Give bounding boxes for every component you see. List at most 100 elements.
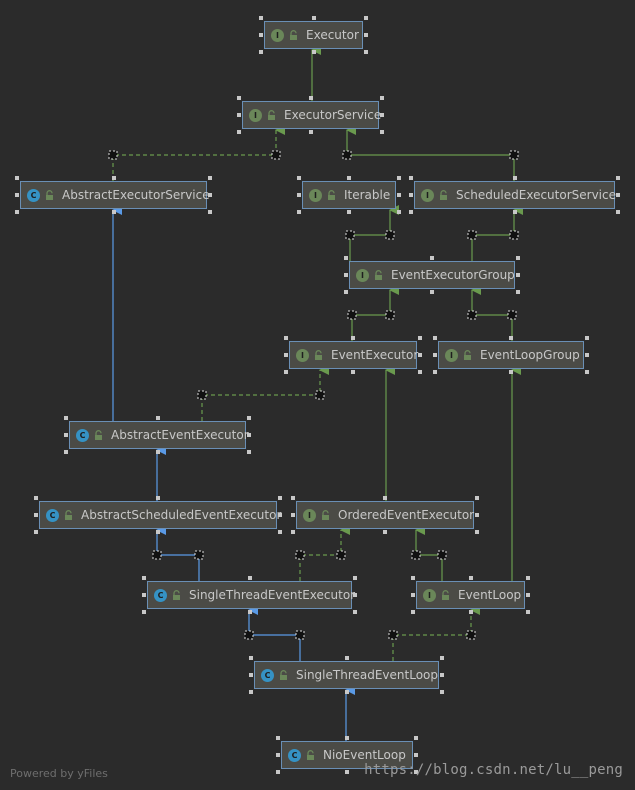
selection-handle[interactable] xyxy=(345,770,349,774)
selection-handle[interactable] xyxy=(397,193,401,197)
edge-bend-handle[interactable] xyxy=(342,150,352,160)
selection-handle[interactable] xyxy=(111,210,116,214)
selection-handle[interactable] xyxy=(585,370,589,374)
selection-handle[interactable] xyxy=(344,256,348,260)
selection-handle[interactable] xyxy=(411,576,415,580)
selection-handle[interactable] xyxy=(509,370,513,374)
selection-handle[interactable] xyxy=(616,210,620,214)
selection-handle[interactable] xyxy=(15,193,19,197)
selection-handle[interactable] xyxy=(418,353,422,357)
edge-bend-handle[interactable] xyxy=(509,230,519,240)
selection-handle[interactable] xyxy=(351,336,355,340)
edge-bend-handle[interactable] xyxy=(467,230,477,240)
selection-handle[interactable] xyxy=(208,210,212,214)
selection-handle[interactable] xyxy=(347,176,351,180)
selection-handle[interactable] xyxy=(237,113,241,117)
selection-handle[interactable] xyxy=(411,610,415,614)
selection-handle[interactable] xyxy=(34,496,38,500)
edge-bend-handle[interactable] xyxy=(466,630,476,640)
selection-handle[interactable] xyxy=(512,210,517,214)
selection-handle[interactable] xyxy=(353,576,357,580)
selection-handle[interactable] xyxy=(276,736,280,740)
selection-handle[interactable] xyxy=(418,370,422,374)
selection-handle[interactable] xyxy=(344,690,349,694)
selection-handle[interactable] xyxy=(34,513,38,517)
selection-handle[interactable] xyxy=(311,50,316,54)
selection-handle[interactable] xyxy=(247,610,252,614)
selection-handle[interactable] xyxy=(111,176,116,180)
selection-handle[interactable] xyxy=(64,450,68,454)
edge-bend-handle[interactable] xyxy=(336,550,346,560)
selection-handle[interactable] xyxy=(475,496,479,500)
selection-handle[interactable] xyxy=(353,593,357,597)
edge-bend-handle[interactable] xyxy=(345,230,355,240)
selection-handle[interactable] xyxy=(414,753,418,757)
selection-handle[interactable] xyxy=(516,273,520,277)
selection-handle[interactable] xyxy=(345,736,349,740)
edge-bend-handle[interactable] xyxy=(411,550,421,560)
selection-handle[interactable] xyxy=(284,370,288,374)
edge-class-extends[interactable] xyxy=(248,605,301,661)
selection-handle[interactable] xyxy=(297,193,301,197)
selection-handle[interactable] xyxy=(247,416,251,420)
selection-handle[interactable] xyxy=(512,176,517,180)
selection-handle[interactable] xyxy=(278,496,282,500)
selection-handle[interactable] xyxy=(155,416,160,420)
selection-handle[interactable] xyxy=(208,193,212,197)
edge-bend-handle[interactable] xyxy=(437,550,447,560)
selection-handle[interactable] xyxy=(411,593,415,597)
selection-handle[interactable] xyxy=(156,496,160,500)
edge-bend-handle[interactable] xyxy=(509,150,519,160)
selection-handle[interactable] xyxy=(64,416,68,420)
edge-extends[interactable] xyxy=(471,285,513,341)
selection-handle[interactable] xyxy=(297,210,301,214)
selection-handle[interactable] xyxy=(397,210,401,214)
selection-handle[interactable] xyxy=(237,96,241,100)
selection-handle[interactable] xyxy=(142,576,146,580)
edge-bend-handle[interactable] xyxy=(152,550,162,560)
selection-handle[interactable] xyxy=(34,530,38,534)
selection-handle[interactable] xyxy=(247,450,251,454)
edge-bend-handle[interactable] xyxy=(295,630,305,640)
selection-handle[interactable] xyxy=(440,690,444,694)
edge-implements[interactable] xyxy=(299,525,350,581)
selection-handle[interactable] xyxy=(516,290,520,294)
edge-implements[interactable] xyxy=(392,605,480,661)
selection-handle[interactable] xyxy=(276,770,280,774)
selection-handle[interactable] xyxy=(259,33,263,37)
selection-handle[interactable] xyxy=(364,16,368,20)
edge-class-extends[interactable] xyxy=(156,525,200,581)
selection-handle[interactable] xyxy=(64,433,68,437)
edge-bend-handle[interactable] xyxy=(347,310,357,320)
selection-handle[interactable] xyxy=(364,33,368,37)
selection-handle[interactable] xyxy=(397,176,401,180)
selection-handle[interactable] xyxy=(156,530,160,534)
selection-handle[interactable] xyxy=(142,610,146,614)
edge-bend-handle[interactable] xyxy=(271,150,281,160)
selection-handle[interactable] xyxy=(276,753,280,757)
edge-implements[interactable] xyxy=(112,125,285,181)
selection-handle[interactable] xyxy=(237,130,241,134)
selection-handle[interactable] xyxy=(616,176,620,180)
selection-handle[interactable] xyxy=(15,176,19,180)
selection-handle[interactable] xyxy=(344,290,348,294)
selection-handle[interactable] xyxy=(344,273,348,277)
selection-handle[interactable] xyxy=(509,336,513,340)
edge-extends[interactable] xyxy=(415,525,443,581)
selection-handle[interactable] xyxy=(249,690,253,694)
selection-handle[interactable] xyxy=(344,656,349,660)
selection-handle[interactable] xyxy=(284,336,288,340)
selection-handle[interactable] xyxy=(430,256,434,260)
selection-handle[interactable] xyxy=(433,353,437,357)
